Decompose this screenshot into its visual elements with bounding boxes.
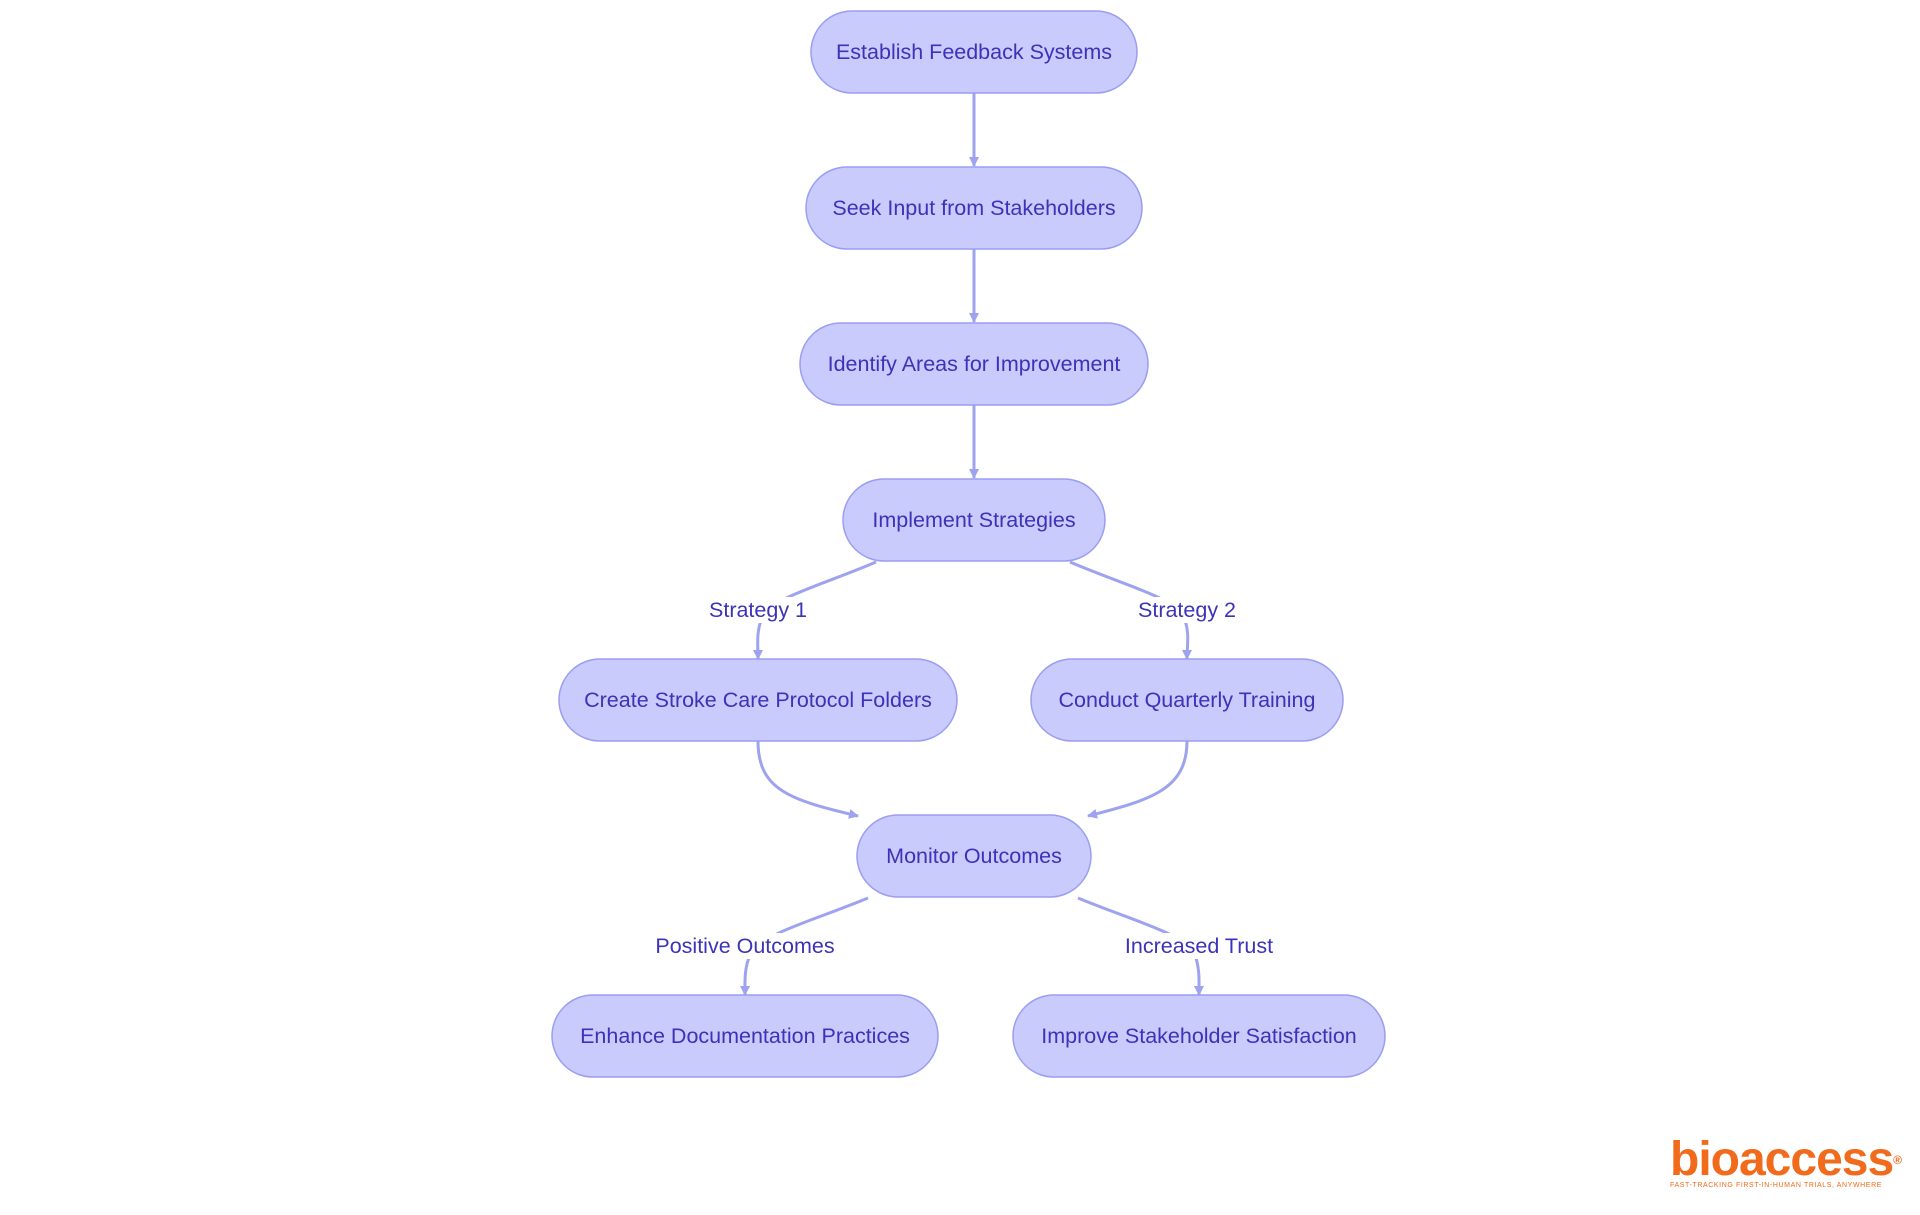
edge-n5-n7 [756, 740, 859, 819]
node-n7: Monitor Outcomes [856, 814, 1092, 898]
edge-label-n4-n6: Strategy 2 [1135, 597, 1239, 623]
node-label: Identify Areas for Improvement [828, 352, 1121, 376]
node-label: Implement Strategies [872, 508, 1075, 532]
edge-label-text: Strategy 2 [1138, 598, 1236, 622]
node-shape [805, 166, 1143, 250]
edge-label-text: Increased Trust [1125, 934, 1273, 958]
node-label: Enhance Documentation Practices [580, 1024, 910, 1048]
node-n8: Enhance Documentation Practices [551, 994, 939, 1078]
node-shape [856, 814, 1092, 898]
node-label: Create Stroke Care Protocol Folders [584, 688, 932, 712]
node-label: Seek Input from Stakeholders [832, 196, 1115, 220]
node-shape [810, 10, 1138, 94]
node-shape [551, 994, 939, 1078]
node-n3: Identify Areas for Improvement [799, 322, 1149, 406]
node-label: Establish Feedback Systems [836, 40, 1112, 64]
node-n9: Improve Stakeholder Satisfaction [1012, 994, 1386, 1078]
bioaccess-logo: bioaccess® FAST-TRACKING FIRST-IN-HUMAN … [1670, 1133, 1902, 1190]
node-shape [1012, 994, 1386, 1078]
logo-wordmark: bioaccess® [1670, 1133, 1902, 1186]
edge-label-text: Positive Outcomes [655, 934, 834, 958]
node-n2: Seek Input from Stakeholders [805, 166, 1143, 250]
edge-label-background [1121, 933, 1277, 959]
node-n4: Implement Strategies [842, 478, 1106, 562]
edge-n6-n7 [1087, 740, 1189, 819]
node-shape [558, 658, 958, 742]
node-label: Monitor Outcomes [886, 844, 1062, 868]
node-label: Improve Stakeholder Satisfaction [1041, 1024, 1357, 1048]
node-n1: Establish Feedback Systems [810, 10, 1138, 94]
edge-label-background [652, 933, 838, 959]
node-shape [842, 478, 1106, 562]
registered-mark: ® [1893, 1153, 1902, 1167]
logo-tagline: FAST-TRACKING FIRST-IN-HUMAN TRIALS, ANY… [1670, 1182, 1883, 1189]
node-label: Conduct Quarterly Training [1059, 688, 1316, 712]
edge-label-n4-n5: Strategy 1 [706, 597, 810, 623]
edge-label-text: Strategy 1 [709, 598, 807, 622]
node-n6: Conduct Quarterly Training [1030, 658, 1344, 742]
edge-label-n7-n8: Positive Outcomes [652, 933, 838, 959]
edge-label-n7-n9: Increased Trust [1121, 933, 1277, 959]
node-shape [799, 322, 1149, 406]
node-n5: Create Stroke Care Protocol Folders [558, 658, 958, 742]
node-shape [1030, 658, 1344, 742]
edge-label-background [1135, 597, 1239, 623]
edge-label-background [706, 597, 810, 623]
